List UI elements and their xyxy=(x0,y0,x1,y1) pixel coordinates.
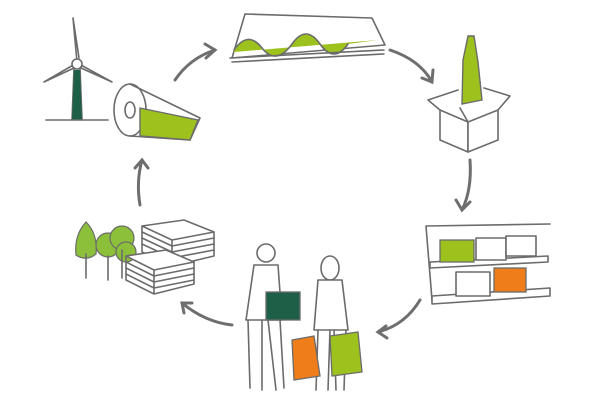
arrow-roll-to-cardboard xyxy=(173,48,217,82)
box-with-bottle-icon xyxy=(427,35,511,153)
shoppers-icon xyxy=(245,243,363,391)
arrow-shelf-to-shoppers xyxy=(376,298,422,334)
arrow-shoppers-to-forest xyxy=(180,301,234,327)
wind-turbine-icon xyxy=(43,17,113,121)
corrugated-cardboard-icon xyxy=(229,13,386,63)
paper-roll-icon xyxy=(113,83,201,141)
store-shelf-icon xyxy=(425,223,551,305)
trees-icon xyxy=(75,221,137,281)
paper-stacks-icon xyxy=(125,219,215,295)
arrow-forest-to-roll xyxy=(136,158,144,207)
arrow-cardboard-to-box xyxy=(388,48,434,84)
